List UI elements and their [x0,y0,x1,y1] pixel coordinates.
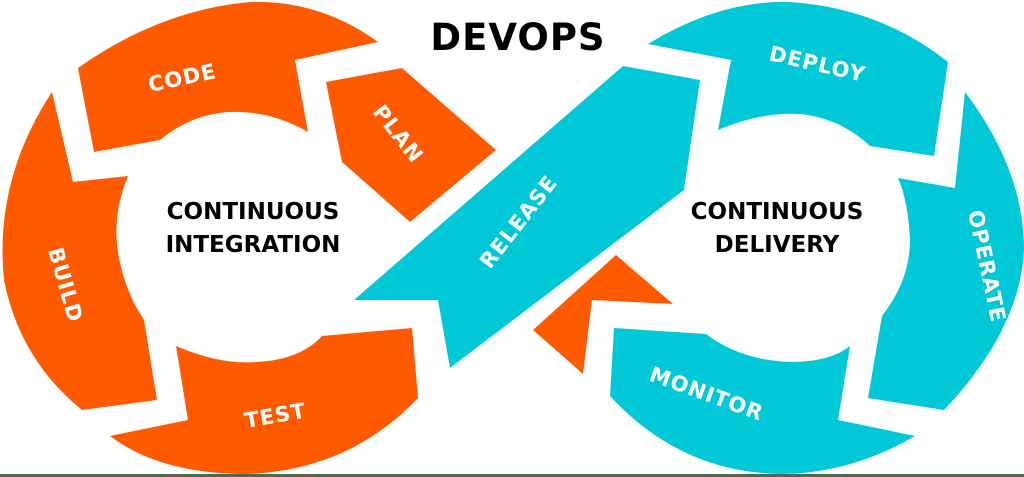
test-segment [110,328,418,474]
release-segment [354,66,700,368]
monitor-segment [610,328,915,474]
build-segment [2,92,157,410]
plan-segment [326,68,496,222]
integration-title-line1: CONTINUOUS [167,199,340,225]
integration-loop: CODE PLAN BUILD TEST CONTINUOUS INTEGRAT… [2,1,496,474]
release-bridge: RELEASE [354,66,700,368]
code-segment [78,1,378,153]
integration-title-line2: INTEGRATION [166,232,341,258]
bottom-border [0,474,1024,477]
return-arrow-segment [533,255,673,374]
delivery-loop: DEPLOY OPERATE MONITOR CONTINUOUS DELIVE… [610,1,1024,474]
delivery-title-line1: CONTINUOUS [691,199,864,225]
delivery-title-line2: DELIVERY [715,232,840,258]
diagram-title: DEVOPS [430,16,605,59]
operate-segment [868,92,1024,410]
deploy-segment [648,1,948,157]
